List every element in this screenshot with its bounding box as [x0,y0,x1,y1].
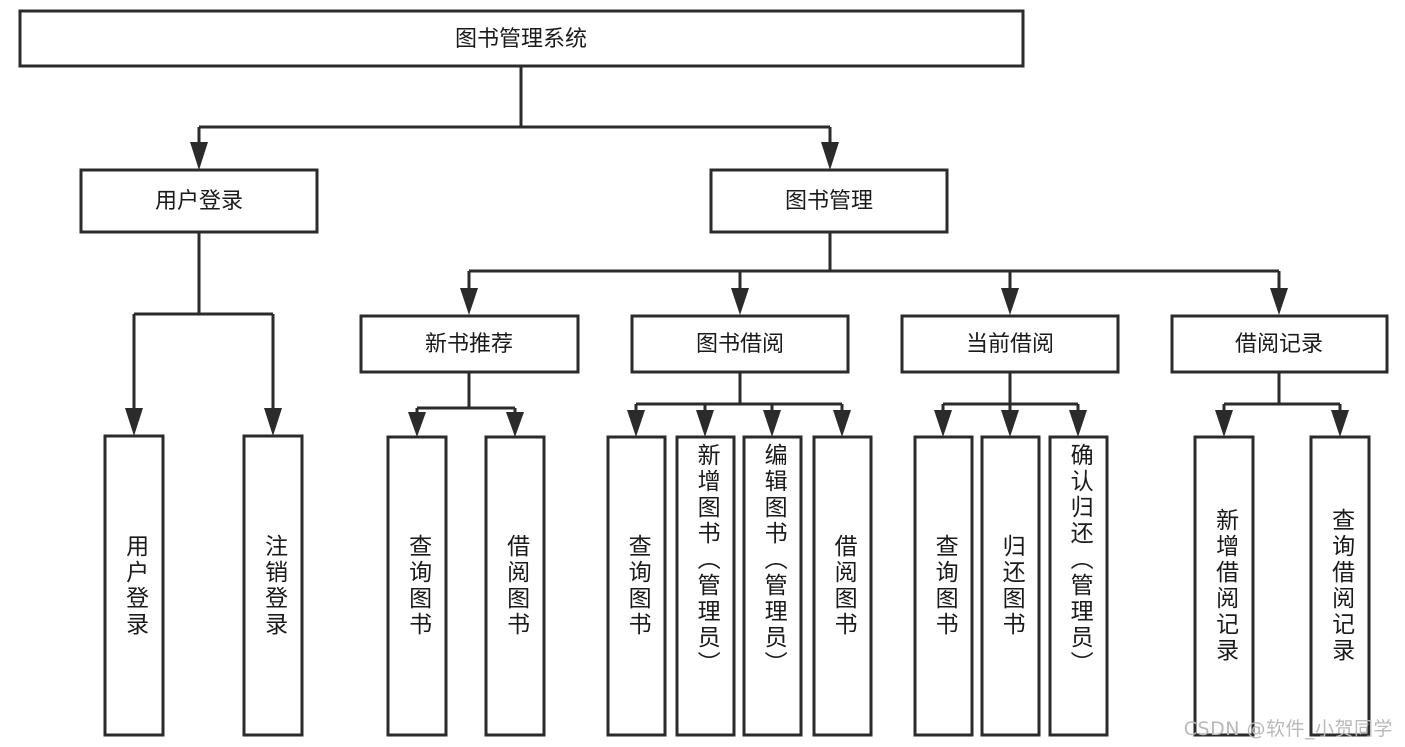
node-label-user-login: 用户登录 [155,189,243,214]
node-label-book-manage: 图书管理 [785,189,873,214]
arrowhead-bb-leaf1 [627,410,645,437]
leaf-box-bb-borrow-book[interactable] [812,435,873,737]
leaf-box-user-login[interactable] [103,434,165,737]
node-box-root[interactable] [18,9,1025,68]
node-label-new-book-recommend: 新书推荐 [425,332,513,357]
leaf-box-nbr-query-book[interactable] [386,435,448,737]
leaf-box-cb-confirm-return[interactable] [1048,435,1109,737]
arrowhead-bb-leaf4 [833,410,851,437]
node-label-current-borrow: 当前借阅 [966,332,1054,357]
arrowhead-user-login [190,142,208,170]
connector-group-root [190,66,839,170]
arrowhead-br-leaf2 [1331,410,1349,437]
arrowhead-cb-leaf2 [1001,410,1019,437]
connector-group-new-book-recommend [408,372,524,437]
arrowhead-cb-leaf3 [1069,410,1087,437]
leaf-box-cb-return-book[interactable] [980,435,1041,737]
connector-group-current-borrow [934,372,1087,437]
watermark-text: CSDN @软件_小贺同学 [1183,718,1393,740]
leaf-box-br-add-record[interactable] [1193,435,1255,737]
connector-group-user-login [125,232,282,436]
node-box-borrow-record[interactable] [1170,314,1389,374]
node-box-current-borrow[interactable] [900,314,1120,374]
node-box-book-borrow[interactable] [630,314,850,374]
node-box-new-book-recommend[interactable] [359,314,580,374]
leaf-box-cb-query-book[interactable] [913,435,974,737]
node-box-user-login[interactable] [79,168,319,234]
arrowhead-nbr-leaf1 [408,412,426,437]
arrowhead-cb-leaf1 [934,410,952,437]
leaf-box-bb-query-book[interactable] [606,435,667,737]
connector-group-book-borrow [627,372,851,437]
node-label-book-borrow: 图书借阅 [696,332,784,357]
arrowhead-nbr-leaf2 [506,412,524,437]
leaf-box-nbr-borrow-book[interactable] [484,435,546,737]
arrowhead-new-book-recommend [460,288,478,315]
arrowhead-book-manage [821,142,839,170]
node-label-root: 图书管理系统 [455,27,587,52]
arrowhead-book-borrow [731,288,749,315]
arrowhead-borrow-record [1270,288,1288,315]
leaf-box-br-query-record[interactable] [1309,435,1371,737]
leaf-box-bb-edit-book[interactable] [742,435,803,737]
arrowhead-current-borrow [1001,288,1019,315]
leaf-box-bb-add-book[interactable] [675,435,736,737]
arrowhead-bb-leaf2 [696,410,714,437]
arrowhead-br-leaf1 [1215,410,1233,437]
arrowhead-bb-leaf3 [763,410,781,437]
arrowhead-leaf-user-login [125,408,143,436]
node-box-book-manage[interactable] [709,168,949,234]
connector-group-borrow-record [1215,372,1349,437]
leaf-box-logout[interactable] [242,434,304,737]
arrowhead-leaf-logout [264,408,282,436]
connector-group-book-manage [460,232,1288,315]
node-label-borrow-record: 借阅记录 [1235,332,1323,357]
